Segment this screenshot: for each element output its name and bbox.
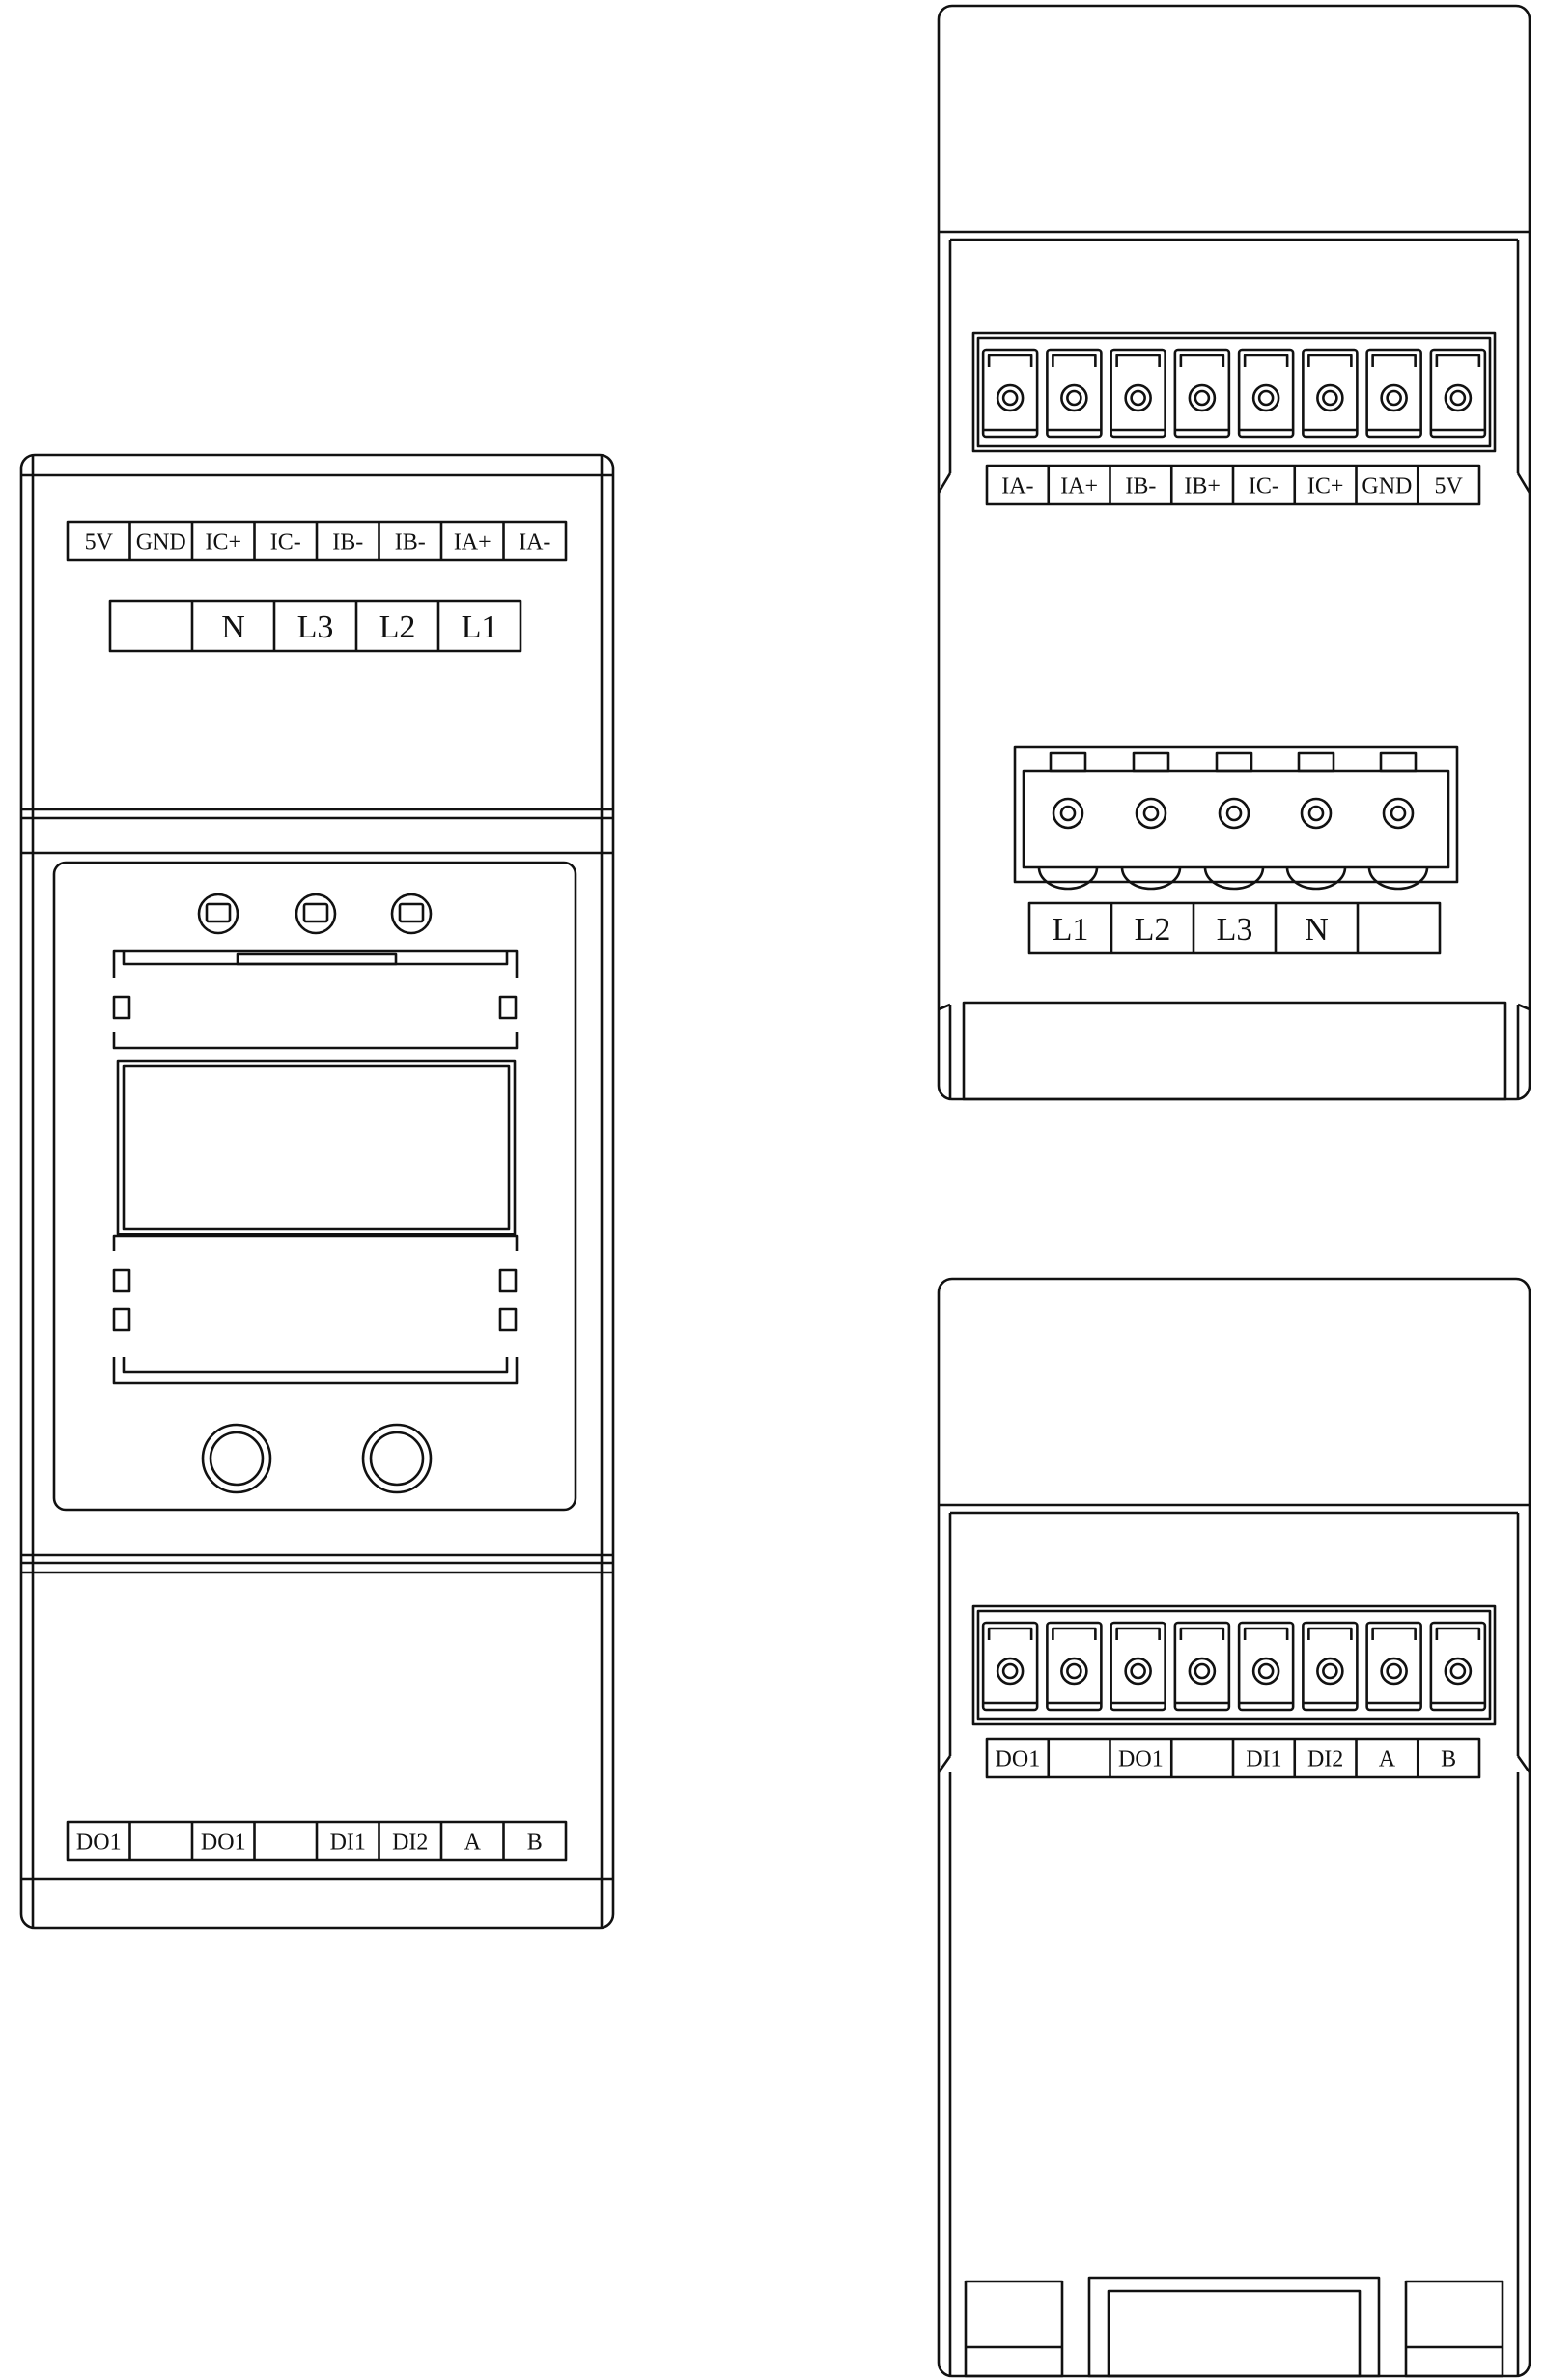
front-power-label-2: N	[221, 609, 245, 645]
top-terminal-label-1: IA-	[1001, 474, 1033, 499]
front-body-outline	[19, 453, 615, 1930]
front-top-terminal-label-1: 5V	[85, 530, 114, 555]
front-top-terminal-label-5: IB-	[332, 530, 363, 555]
front-power-label-4: L2	[379, 609, 416, 645]
top-terminal-screw-4	[1173, 348, 1231, 439]
power-screw-2	[1120, 751, 1182, 891]
top-power-connector	[1013, 745, 1459, 891]
display-window	[52, 861, 577, 1512]
top-terminal-label-3: IB-	[1125, 474, 1156, 499]
front-bottom-terminal-label-3: DO1	[201, 1830, 246, 1856]
top-terminal-label-2: IA+	[1060, 474, 1098, 499]
front-top-terminal-strip: 5V GND IC+ IC- IB- IB- IA+ IA-	[66, 520, 568, 562]
bottom-view: DO1 DO1 DI1 DI2 A B	[937, 1277, 1531, 2378]
front-top-terminal-label-7: IA+	[454, 530, 492, 555]
bottom-terminal-screw-2	[1046, 1621, 1103, 1712]
din-clip-center	[1087, 2276, 1381, 2378]
top-signal-label-strip: IA- IA+ IB- IB+ IC- IC+ GND 5V	[985, 464, 1481, 506]
front-bottom-terminal-strip: DO1 DO1 DI1 DI2 A B	[66, 1820, 568, 1862]
top-terminal-screw-2	[1046, 348, 1103, 439]
bottom-terminal-screw-7	[1365, 1621, 1422, 1712]
bottom-terminal-label-1: DO1	[996, 1747, 1041, 1772]
front-top-terminal-label-4: IC-	[270, 530, 301, 555]
bottom-terminal-screw-5	[1237, 1621, 1295, 1712]
front-top-terminal-label-2: GND	[136, 530, 186, 555]
front-bottom-terminal-label-5: DI1	[330, 1830, 366, 1856]
front-bottom-terminal-label-8: B	[527, 1830, 543, 1856]
led-indicator-1	[197, 892, 239, 935]
bottom-terminal-label-8: B	[1441, 1747, 1456, 1772]
power-screw-3	[1203, 751, 1265, 891]
top-power-label-3: L3	[1217, 912, 1253, 948]
top-power-label-2: L2	[1135, 912, 1171, 948]
bottom-terminal-screw-8	[1429, 1621, 1487, 1712]
top-signal-terminal-block	[971, 331, 1497, 453]
top-power-label-4: N	[1305, 912, 1329, 948]
front-top-terminal-label-3: IC+	[205, 530, 241, 555]
top-terminal-screw-5	[1237, 348, 1295, 439]
bottom-terminal-label-7: A	[1379, 1747, 1396, 1772]
top-terminal-label-7: GND	[1362, 474, 1412, 499]
top-terminal-label-8: 5V	[1434, 474, 1463, 499]
front-button-left[interactable]	[201, 1423, 272, 1494]
bottom-signal-terminal-block	[971, 1604, 1497, 1726]
bottom-body-outline	[937, 1277, 1531, 2378]
bottom-terminal-label-6: DI2	[1307, 1747, 1343, 1772]
front-view: 5V GND IC+ IC- IB- IB- IA+ IA- N L3 L2 L1	[19, 453, 615, 1930]
top-view: IA- IA+ IB- IB+ IC- IC+ GND 5V L1 L2 L3 N	[937, 4, 1531, 1101]
top-terminal-label-4: IB+	[1184, 474, 1221, 499]
led-indicator-3	[390, 892, 433, 935]
front-button-right[interactable]	[361, 1423, 433, 1494]
bottom-terminal-label-3: DO1	[1118, 1747, 1164, 1772]
power-screw-5	[1367, 751, 1429, 891]
front-top-terminal-label-6: IB-	[395, 530, 426, 555]
bottom-terminal-label-5: DI1	[1246, 1747, 1281, 1772]
top-terminal-screw-7	[1365, 348, 1422, 439]
bottom-terminal-screw-4	[1173, 1621, 1231, 1712]
din-clip-right	[1404, 2280, 1504, 2378]
front-power-label-5: L1	[462, 609, 498, 645]
front-bottom-terminal-label-1: DO1	[76, 1830, 122, 1856]
top-terminal-screw-1	[981, 348, 1039, 439]
top-power-label-1: L1	[1053, 912, 1089, 948]
top-power-label-strip: L1 L2 L3 N	[1027, 901, 1442, 955]
led-indicator-2	[295, 892, 337, 935]
top-terminal-label-5: IC-	[1249, 474, 1279, 499]
din-clip-left	[964, 2280, 1064, 2378]
top-terminal-screw-6	[1302, 348, 1359, 439]
top-terminal-screw-3	[1110, 348, 1166, 439]
front-top-terminal-label-8: IA-	[519, 530, 550, 555]
power-screw-1	[1037, 751, 1099, 891]
bottom-terminal-screw-6	[1302, 1621, 1359, 1712]
bottom-terminal-screw-1	[981, 1621, 1039, 1712]
power-screw-4	[1285, 751, 1347, 891]
lcd-frame	[112, 949, 519, 1385]
front-bottom-terminal-label-6: DI2	[392, 1830, 428, 1856]
bottom-terminal-screw-3	[1110, 1621, 1166, 1712]
bottom-signal-label-strip: DO1 DO1 DI1 DI2 A B	[985, 1737, 1481, 1779]
front-power-label-strip: N L3 L2 L1	[108, 599, 522, 653]
front-bottom-terminal-label-7: A	[464, 1830, 482, 1856]
top-terminal-label-6: IC+	[1307, 474, 1344, 499]
top-terminal-screw-8	[1429, 348, 1487, 439]
front-power-label-3: L3	[297, 609, 334, 645]
